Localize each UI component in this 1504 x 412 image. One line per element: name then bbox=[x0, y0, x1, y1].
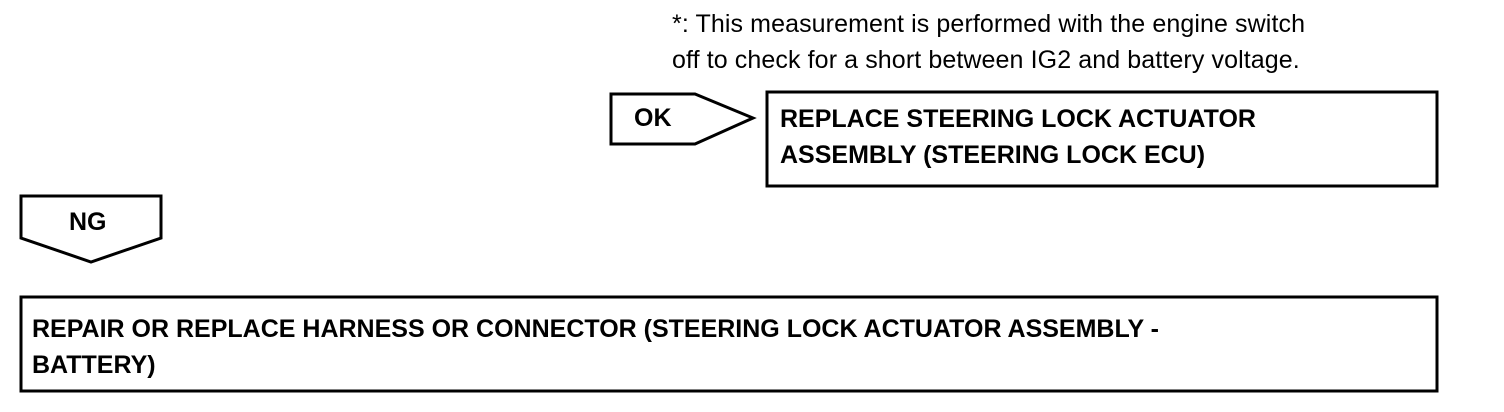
ok-label: OK bbox=[634, 104, 672, 132]
ng-result-box bbox=[19, 295, 1439, 393]
ng-label: NG bbox=[69, 208, 107, 236]
ng-result-line-1: REPAIR OR REPLACE HARNESS OR CONNECTOR (… bbox=[32, 315, 1159, 343]
note-line-2: off to check for a short between IG2 and… bbox=[672, 46, 1300, 74]
ok-result-line-1: REPLACE STEERING LOCK ACTUATOR bbox=[780, 105, 1256, 133]
ok-arrow-shape bbox=[609, 92, 757, 146]
note-line-1: *: This measurement is performed with th… bbox=[672, 10, 1306, 38]
measurement-note: *: This measurement is performed with th… bbox=[672, 6, 1472, 78]
ng-arrow-shape bbox=[19, 194, 163, 264]
ok-result-text: REPLACE STEERING LOCK ACTUATOR ASSEMBLY … bbox=[780, 101, 1256, 173]
ok-result-line-2: ASSEMBLY (STEERING LOCK ECU) bbox=[780, 141, 1206, 169]
ng-result-text: REPAIR OR REPLACE HARNESS OR CONNECTOR (… bbox=[32, 311, 1159, 383]
ng-result-line-2: BATTERY) bbox=[32, 351, 156, 379]
ok-result-box bbox=[765, 90, 1439, 188]
